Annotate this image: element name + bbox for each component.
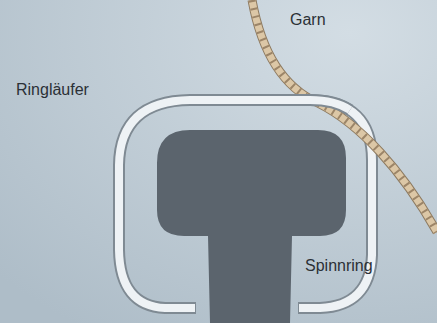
yarn-twist: [252, 0, 437, 232]
ring-traveller-highlight: [119, 100, 372, 308]
ring-traveller-front-highlight: [289, 100, 350, 110]
ring-traveller: [119, 100, 372, 308]
part-label: Spinnring: [305, 256, 373, 275]
ring-traveller-front: [290, 100, 350, 110]
part-label: Garn: [290, 10, 326, 29]
spinning-ring: [157, 130, 346, 323]
yarn: [252, 0, 437, 232]
part-label: Ringläufer: [16, 80, 89, 99]
yarn-edge: [252, 0, 437, 232]
